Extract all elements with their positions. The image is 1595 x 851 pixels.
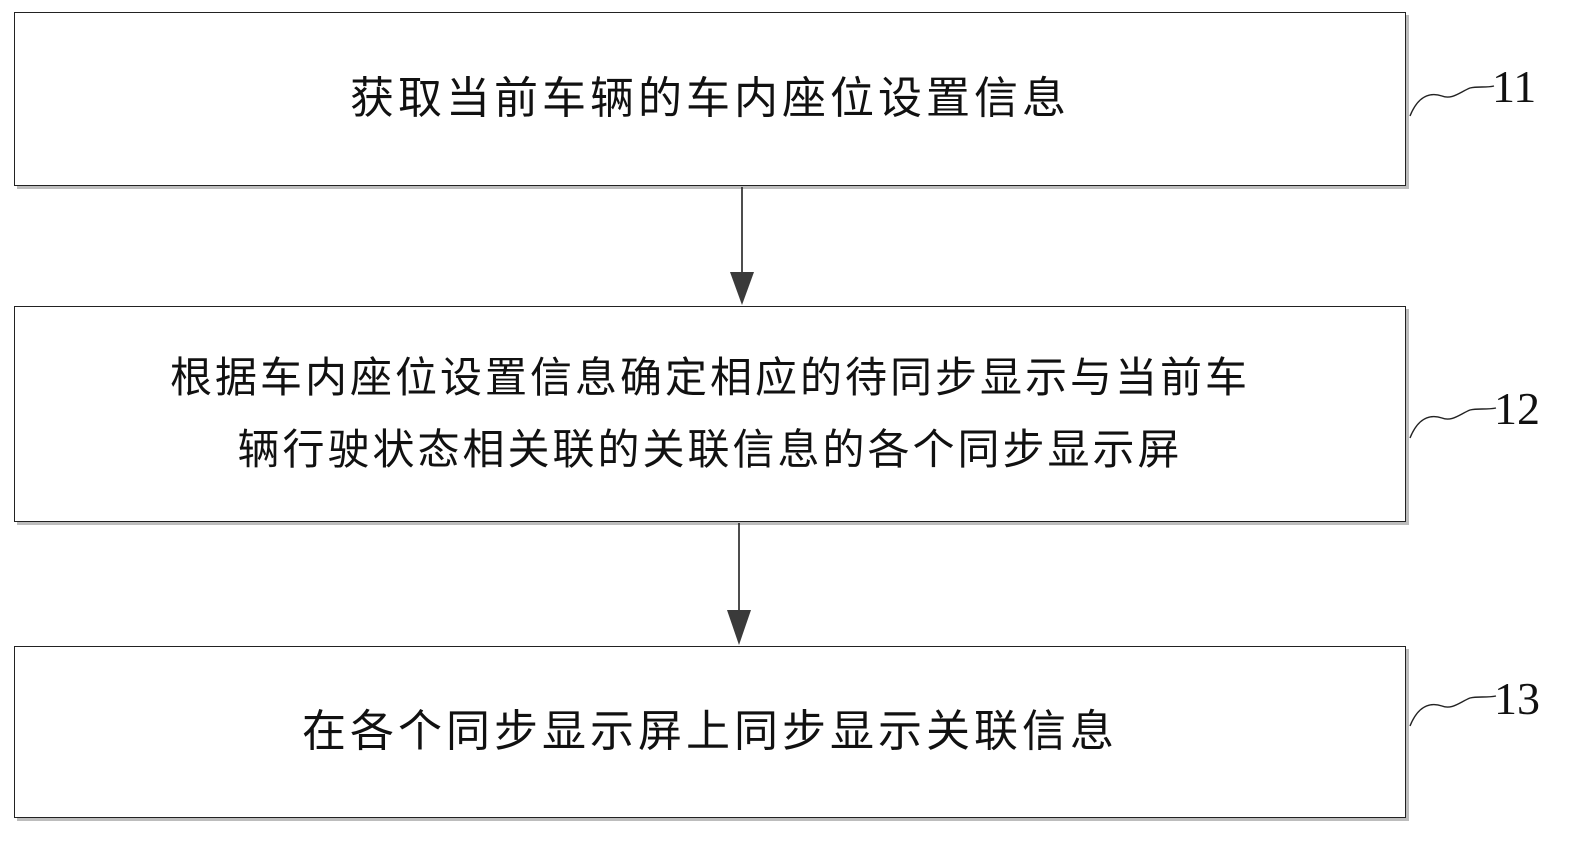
step-box-12: 根据车内座位设置信息确定相应的待同步显示与当前车 辆行驶状态相关联的关联信息的各… [14,306,1406,522]
step-text-11: 获取当前车辆的车内座位设置信息 [350,73,1070,124]
leader-line-13 [1409,695,1497,727]
step-text-13: 在各个同步显示屏上同步显示关联信息 [302,706,1118,757]
step-number-12: 12 [1494,383,1540,434]
step-box-11: 获取当前车辆的车内座位设置信息 [14,12,1406,186]
leader-line-12 [1409,407,1497,439]
step-box-13: 在各个同步显示屏上同步显示关联信息 [14,646,1406,818]
step-number-13: 13 [1494,673,1540,724]
arrow-head-11-to-12 [730,272,754,305]
step-text-12: 根据车内座位设置信息确定相应的待同步显示与当前车 辆行驶状态相关联的关联信息的各… [169,353,1250,474]
arrow-head-12-to-13 [727,610,751,645]
step-number-11: 11 [1492,61,1537,112]
leader-line-11 [1409,85,1495,117]
